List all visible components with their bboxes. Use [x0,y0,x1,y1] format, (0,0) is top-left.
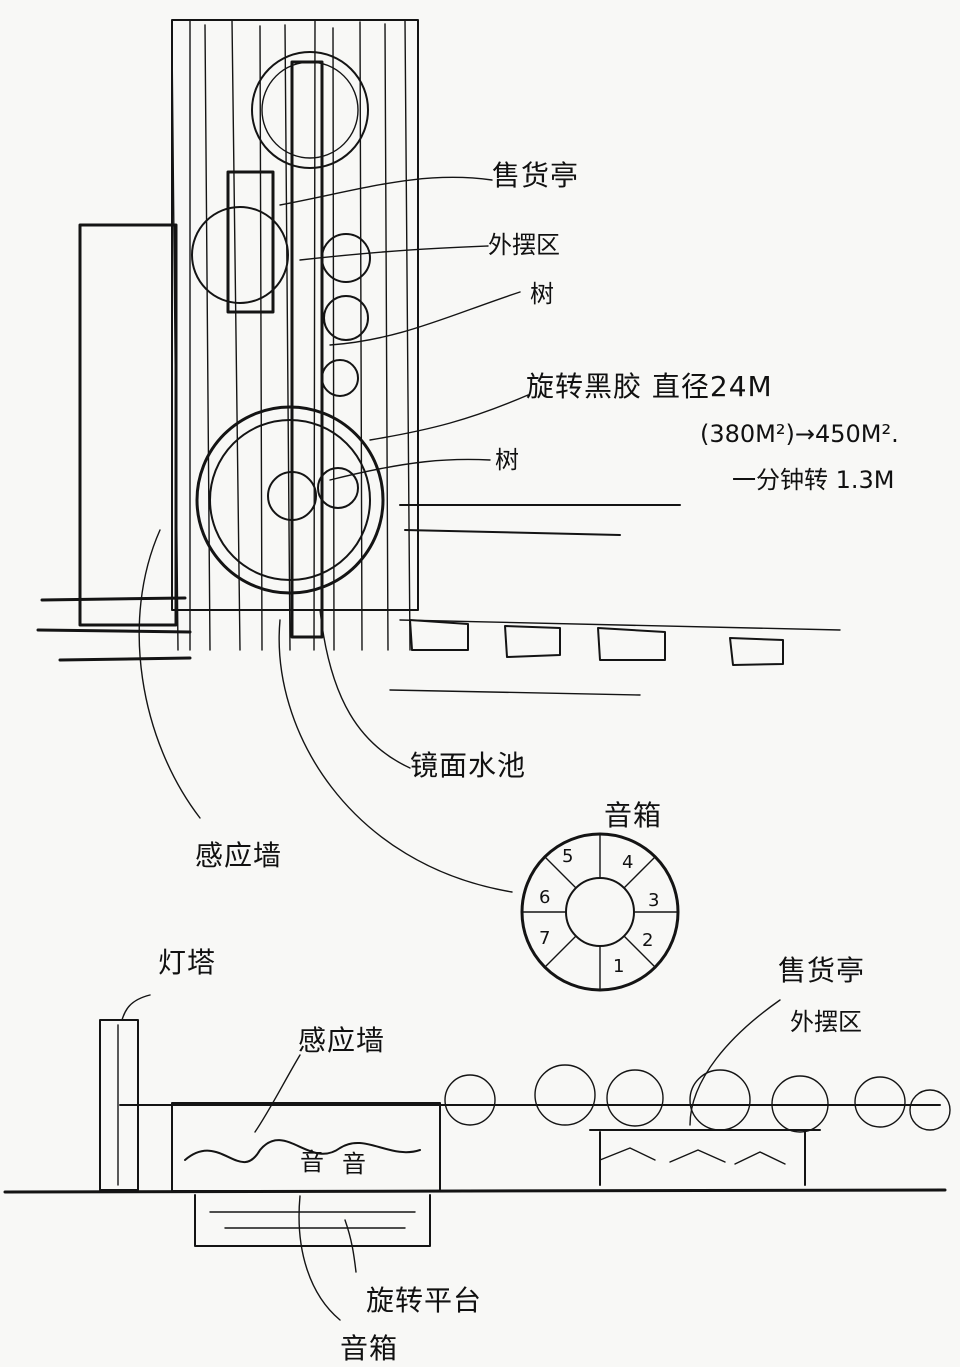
platform-speaker-1 [267,471,317,521]
detail-number-4: 4 [622,852,633,873]
label-audio-box-section: 音箱 [340,1332,398,1365]
leader-sensor-wall [138,529,201,819]
label-outdoor-seating: 外摆区 [488,231,560,259]
tree-6 [854,1076,906,1128]
rotating-stage-pit [194,1194,431,1247]
label-pavilion: 售货亭 [492,159,579,192]
detail-number-5: 5 [562,846,573,867]
label-rotation-speed: 一分钟转 1.3M [732,466,895,494]
tree-3 [606,1069,664,1127]
tree-2 [534,1064,596,1126]
platform-speaker-2 [317,467,359,509]
label-pavilion-section: 售货亭 [778,954,865,987]
leader-outdoor-seating [299,245,489,261]
rotating-platform-ring [209,419,371,581]
tree-5 [771,1075,829,1133]
plan-leaders [138,176,529,893]
detail-number-6: 6 [539,887,550,908]
label-rotating-platform: 旋转黑胶 直径24M [526,370,773,403]
top-circle [251,51,369,169]
label-rotating-stage: 旋转平台 [366,1284,482,1317]
detail-number-2: 2 [642,930,653,951]
leader-rotating-stage [344,1219,357,1273]
label-outdoor-seating-section: 外摆区 [790,1008,862,1036]
label-area-note: (380M²)→450M². [700,420,899,448]
seating-circle-1 [321,233,371,283]
label-sound-right: 音 [342,1150,366,1178]
audio-box-detail: 4 3 2 1 5 6 7 音箱 [520,799,680,992]
leader-pavilion [279,176,493,206]
leader-lamp [121,994,151,1021]
leader-tree-2 [329,458,491,481]
plan-base-lines [36,596,192,662]
tree-1 [444,1074,496,1126]
tree-7 [909,1089,951,1131]
seating-circle-2 [323,295,369,341]
plan-text: 售货亭 外摆区 树 旋转黑胶 直径24M (380M²)→450M². 一分钟转… [195,159,899,872]
plan-outline [171,19,419,611]
leader-audio-box-section [298,1195,341,1321]
label-lamp: 灯塔 [158,946,216,979]
label-sensor-wall-section: 感应墙 [298,1024,385,1057]
pavilion-section [589,1129,821,1186]
sensor-wall-wave [184,1139,421,1164]
seating-circle-3 [321,359,359,397]
detail-number-7: 7 [539,928,550,949]
umbrella-shapes [599,1147,786,1165]
pavilion-block [226,170,275,314]
label-tree-2: 树 [495,446,519,474]
sensor-wall-frame [171,1102,441,1192]
leader-to-detail [278,619,513,893]
plan-ground-lines [389,619,841,696]
leader-mirror-pool [319,609,411,769]
label-audio-box: 音箱 [604,799,662,832]
plan-right-lines [399,504,681,536]
leader-pavilion-section [689,999,781,1126]
section-view [3,994,951,1321]
left-circle [191,206,289,304]
left-building-block [78,223,178,627]
plan-view [36,19,841,696]
detail-segment-lines [521,833,679,991]
detail-number-3: 3 [648,890,659,911]
label-sensor-wall: 感应墙 [195,839,282,872]
label-mirror-pool: 镜面水池 [410,749,526,782]
section-text: 灯塔 感应墙 售货亭 外摆区 音 音 旋转平台 音箱 [158,946,865,1365]
tree-4 [689,1069,751,1131]
label-sound-left: 音 [300,1148,324,1176]
label-tree: 树 [530,280,554,308]
top-circle-inner [261,61,359,159]
section-ground-line [3,1188,947,1194]
leader-sensor-wall-section [254,1054,301,1133]
leader-tree [329,291,521,346]
rotating-stage-layers [209,1211,416,1229]
plan-seat-blocks [409,619,784,666]
rotating-platform-outer [195,405,385,595]
central-walkway [290,60,324,639]
leader-rotating-platform [369,394,529,441]
detail-number-1: 1 [613,956,624,977]
